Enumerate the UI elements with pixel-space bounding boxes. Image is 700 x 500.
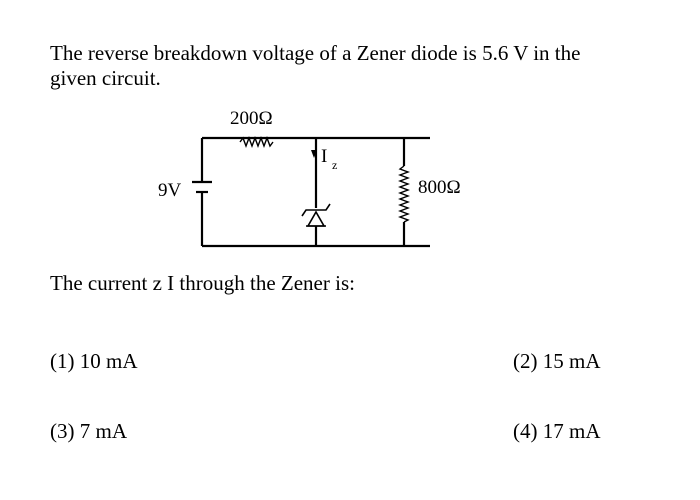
answer-option-4[interactable]: (4) 17 mA <box>513 419 601 443</box>
series-resistor-label: 200Ω <box>230 108 273 129</box>
answer-option-2[interactable]: (2) 15 mA <box>513 349 601 373</box>
load-resistor-800-ohm <box>398 165 410 223</box>
answer-option-1[interactable]: (1) 10 mA <box>50 349 138 373</box>
load-resistor-label: 800Ω <box>418 177 461 198</box>
series-resistor-200-ohm <box>239 136 274 148</box>
zener-current-subscript: z <box>332 158 337 172</box>
answer-option-3[interactable]: (3) 7 mA <box>50 419 127 443</box>
question-prompt: The current z I through the Zener is: <box>50 271 355 295</box>
zener-current-arrow <box>311 150 317 158</box>
zener-current-label: I <box>321 146 327 167</box>
question-text-line-2: given circuit. <box>50 66 161 90</box>
battery-symbol <box>192 180 212 194</box>
circuit-wires <box>200 136 430 248</box>
battery-label: 9V <box>158 180 182 201</box>
zener-current-symbol: I <box>321 146 327 167</box>
question-text-line-1: The reverse breakdown voltage of a Zener… <box>50 41 581 65</box>
zener-diode-symbol <box>301 203 331 227</box>
